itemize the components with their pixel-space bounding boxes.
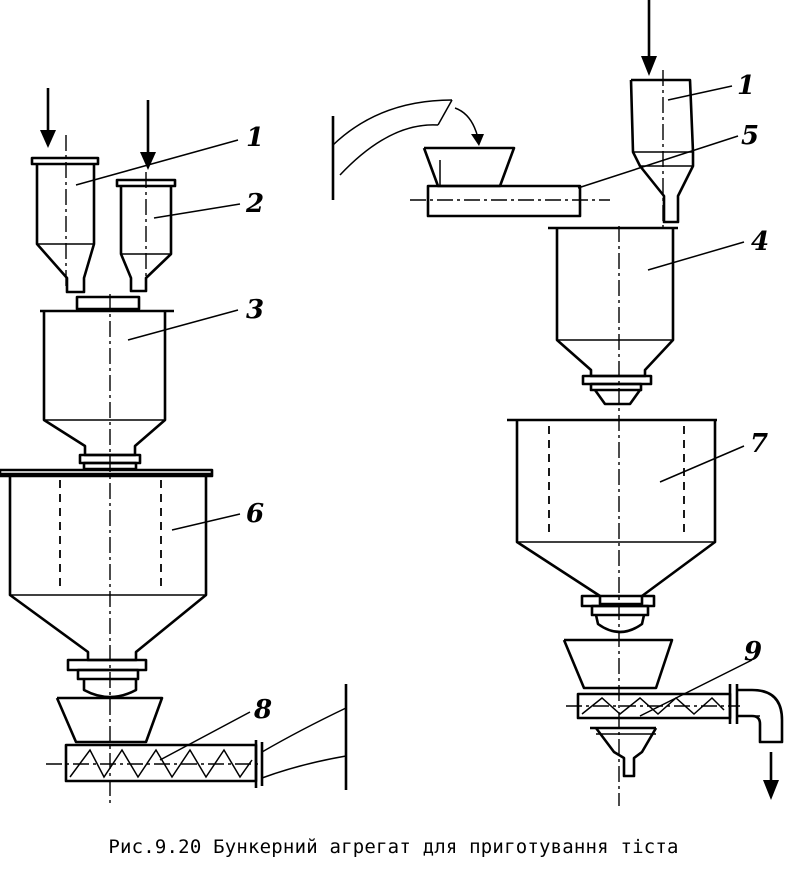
hopper-2 (115, 172, 177, 293)
conveyor-5 (410, 146, 610, 218)
left-assembly (0, 88, 348, 806)
vessel-7 (507, 418, 717, 634)
label-hopper-2: 2 (245, 189, 264, 219)
screw-conveyor-8 (46, 684, 348, 790)
hopper-1 (30, 135, 100, 294)
vessel-3 (40, 295, 174, 471)
inflow-arrow-2 (140, 100, 156, 170)
label-vessel-4: 4 (751, 227, 769, 257)
screw-unit-9 (562, 638, 784, 778)
outflow-arrow (763, 752, 779, 800)
figure-caption: Рис.9.20 Бункерний агрегат для приготува… (108, 836, 679, 858)
label-conveyor-8: 8 (253, 695, 272, 725)
inflow-arrow-1 (40, 88, 56, 148)
label-hopper-1-right: 1 (737, 71, 755, 101)
label-conveyor-5: 5 (741, 121, 759, 151)
label-hopper-1: 1 (246, 123, 264, 153)
label-vessel-6: 6 (246, 499, 264, 529)
right-assembly (331, 0, 784, 806)
label-vessel-7: 7 (750, 429, 768, 459)
inflow-arrow-right (641, 0, 657, 76)
hopper-1-right (629, 70, 695, 230)
feed-chute (331, 99, 484, 200)
vessel-6 (0, 468, 214, 699)
label-vessel-3: 3 (246, 295, 264, 325)
bunker-unit-diagram: 1 2 3 6 8 1 5 4 7 9 (0, 0, 784, 806)
label-screw-9: 9 (744, 637, 762, 667)
vessel-4 (548, 226, 678, 406)
